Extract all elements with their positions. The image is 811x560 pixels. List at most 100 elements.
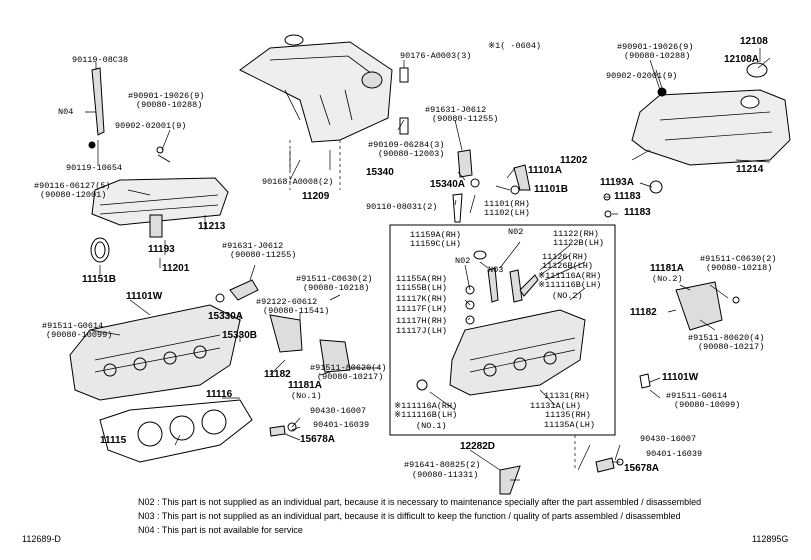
part-label: 11135(RH) (545, 410, 591, 420)
part-label: 11135A(LH) (544, 420, 596, 430)
part-label: 11117K(RH) (396, 294, 448, 304)
part-label: #90116-06127(5) (34, 181, 111, 191)
part-label: (NO.2) (552, 291, 583, 301)
part-label: 90401-16039 (646, 449, 703, 459)
part-label: 11101(RH) (484, 199, 530, 209)
part-label: #91511-80620(4) (310, 363, 387, 373)
part-label: #91511-C0630(2) (296, 274, 373, 284)
part-label: N02 (455, 256, 471, 266)
part-label: ※1( -0604) (488, 41, 542, 51)
part-label: 11214 (736, 164, 764, 175)
part-label: (90080-12003) (378, 149, 445, 159)
part-label: (90080-10217) (698, 342, 765, 352)
part-label: #90901-19026(9) (617, 42, 694, 52)
part-label: #91511-80620(4) (688, 333, 765, 343)
part-label: ※111116A(RH) (394, 401, 458, 411)
part-label: N03 (488, 265, 504, 275)
part-label: ※111116B(LH) (538, 280, 602, 290)
part-label: #91511-C0630(2) (700, 254, 777, 264)
part-label: 15678A (624, 463, 660, 474)
part-label: 90902-02001(9) (606, 71, 678, 81)
part-label: #90901-19026(9) (128, 91, 205, 101)
part-label: 11155A(RH) (396, 274, 448, 284)
part-label: 11116 (206, 389, 233, 400)
part-label: 11182 (630, 307, 657, 318)
part-label: (NO.1) (416, 421, 447, 431)
part-label: 12108 (740, 36, 768, 47)
part-label: 90430-16007 (640, 434, 697, 444)
part-label: 12108A (724, 54, 760, 65)
part-label: 11181A (288, 380, 322, 391)
part-label: 15678A (300, 434, 336, 445)
part-label: 11101W (662, 372, 699, 383)
part-label: (90080-11331) (412, 470, 479, 480)
part-label: (90080-12001) (40, 190, 107, 200)
right-cylinder-head (449, 309, 586, 396)
part-label: (No.1) (291, 391, 322, 401)
illustration-code-right: 112895G (752, 534, 789, 544)
part-label: 11117J(LH) (396, 326, 448, 336)
part-label: 11159C(LH) (410, 239, 462, 249)
part-label: N04 (58, 107, 74, 117)
part-label: (90080-10217) (317, 372, 384, 382)
part-label: ※111116B(LH) (394, 410, 458, 420)
note-n03: N03 : This part is not supplied as an in… (138, 511, 681, 521)
part-label: 15330B (222, 330, 258, 341)
part-label: 11122B(LH) (553, 238, 605, 248)
part-label: 12282D (460, 441, 496, 452)
note-n04: N04 : This part is not available for ser… (138, 525, 303, 535)
left-head-cover (91, 177, 229, 226)
part-label: 15340 (366, 167, 394, 178)
part-label: 11126(RH) (542, 252, 588, 262)
part-label: 90119-10654 (66, 163, 123, 173)
part-label: #91511-G0614 (42, 321, 104, 331)
part-label: 11126B(LH) (542, 261, 594, 271)
part-label: #92122-60612 (256, 297, 318, 307)
part-label: 11193A (600, 177, 634, 188)
part-label: 11102(LH) (484, 208, 530, 218)
part-label: #91641-80825(2) (404, 460, 481, 470)
part-label: (90080-11255) (230, 250, 297, 260)
engine-cover (239, 41, 393, 143)
part-label: #91511-G0614 (666, 391, 728, 401)
part-label: (90080-10288) (136, 100, 203, 110)
cylinder-head-box (389, 224, 616, 436)
part-label: 90168-A0008(2) (262, 177, 334, 187)
part-label: 11101B (534, 184, 568, 195)
part-label: (90080-10218) (706, 263, 773, 273)
part-label: 11122(RH) (553, 229, 599, 239)
part-label: 15330A (208, 311, 244, 322)
part-label: 11209 (302, 191, 330, 202)
part-label: #91631-J0612 (222, 241, 284, 251)
part-label: 11151B (82, 274, 116, 285)
part-label: 15340A (430, 179, 466, 190)
part-label: 11115 (100, 435, 127, 446)
part-label: 11181A (650, 263, 684, 274)
part-label: 11131A(LH) (530, 401, 582, 411)
part-label: ※111116A(RH) (538, 271, 602, 281)
part-label: 11117F(LH) (396, 304, 448, 314)
part-label: 11131(RH) (544, 391, 590, 401)
left-head-gasket (99, 399, 253, 463)
part-label: 90401-16039 (313, 420, 370, 430)
part-label: 90902-02001(9) (115, 121, 187, 131)
part-label: 11117H(RH) (396, 316, 448, 326)
note-n02: N02 : This part is not supplied as an in… (138, 497, 702, 507)
part-label: 11182 (264, 369, 291, 380)
part-label: 11159A(RH) (410, 230, 462, 240)
part-label: (90080-10099) (674, 400, 741, 410)
part-label: 11155B(LH) (396, 283, 448, 293)
part-label: (90080-11541) (263, 306, 330, 316)
illustration-code-left: 112689-D (22, 534, 61, 544)
part-label: 90176-A0003(3) (400, 51, 472, 61)
part-label: 11213 (198, 221, 226, 232)
part-label: (No.2) (652, 274, 683, 284)
part-label: (90080-10288) (624, 51, 691, 61)
part-label: 11193 (148, 244, 175, 255)
part-label: (90080-10099) (46, 330, 113, 340)
part-label: 11202 (560, 155, 588, 166)
part-label: (90080-11255) (432, 114, 499, 124)
left-cylinder-head (69, 304, 241, 401)
part-label: N02 (508, 227, 524, 237)
